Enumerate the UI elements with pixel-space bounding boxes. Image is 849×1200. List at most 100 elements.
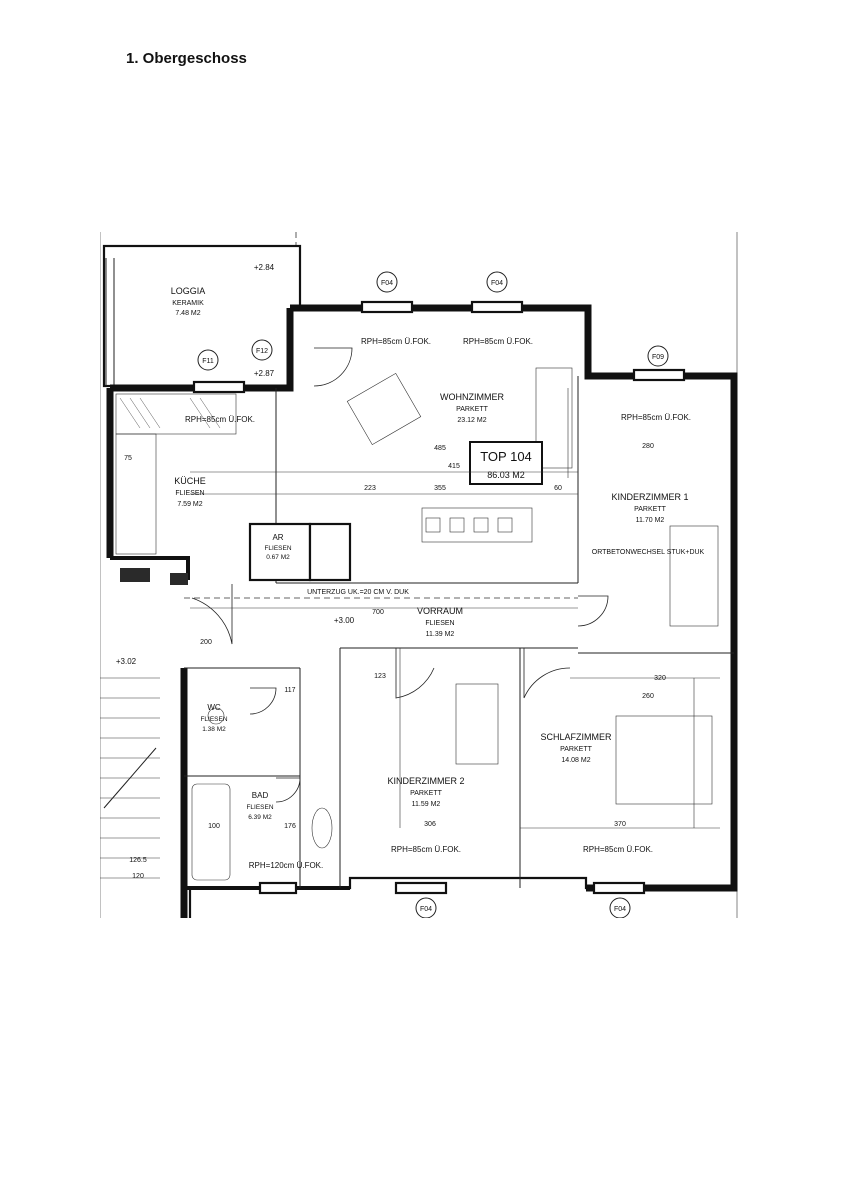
- kitchen-counter: [115, 393, 237, 435]
- window-kueche: [192, 380, 246, 394]
- svg-text:FLIESEN: FLIESEN: [264, 545, 291, 552]
- ortbeton-note: ORTBETONWECHSEL STUK+DUK: [592, 549, 705, 556]
- svg-text:PARKETT: PARKETT: [634, 506, 666, 513]
- sill-note-wohn-2: RPH=85cm Ü.FOK.: [463, 337, 533, 346]
- svg-text:0.67 M2: 0.67 M2: [266, 554, 290, 561]
- door-vorraum: [191, 584, 233, 645]
- kinder1-bed: [669, 525, 719, 627]
- dim-176: 176: [284, 823, 296, 830]
- svg-text:11.39 M2: 11.39 M2: [426, 631, 455, 638]
- unit-badge: TOP 104 86.03 M2: [469, 441, 543, 485]
- sill-note-schlaf: RPH=85cm Ü.FOK.: [583, 845, 653, 854]
- shaft-outline: [308, 522, 352, 582]
- window-tag-3: F11: [197, 349, 219, 371]
- elevation-vorraum: +3.00: [334, 616, 355, 625]
- door-loggia: [313, 347, 353, 387]
- room-label-schlafzimmer: SCHLAFZIMMER PARKETT 14.08 M2: [540, 732, 612, 764]
- svg-text:KINDERZIMMER 2: KINDERZIMMER 2: [387, 776, 464, 786]
- exterior-wall-north: [110, 308, 294, 392]
- dim-60: 60: [554, 485, 562, 492]
- sill-note-bad: RPH=120cm Ü.FOK.: [249, 861, 323, 870]
- door-schlaf: [523, 648, 571, 699]
- wc-toilet: [207, 707, 225, 725]
- window-tag-4: F12: [251, 339, 273, 361]
- page-heading: 1. Obergeschoss: [126, 50, 247, 67]
- svg-text:F09: F09: [652, 354, 664, 361]
- door-kinder2: [395, 648, 435, 699]
- kinder2-bed: [455, 683, 499, 765]
- dim-120: 120: [132, 873, 144, 880]
- staircase: [100, 677, 160, 879]
- elevation-stair: +3.02: [116, 657, 137, 666]
- window-tag-1: F04: [376, 271, 398, 293]
- dim-100: 100: [208, 823, 220, 830]
- window-kinder1: [632, 368, 686, 382]
- dim-280: 280: [642, 443, 654, 450]
- elevation-loggia-bottom: +2.87: [254, 369, 275, 378]
- sill-note-wohn-1: RPH=85cm Ü.FOK.: [361, 337, 431, 346]
- svg-text:PARKETT: PARKETT: [410, 790, 442, 797]
- dim-223: 223: [364, 485, 376, 492]
- svg-text:WC: WC: [207, 703, 221, 712]
- door-kinder1: [577, 595, 609, 627]
- dim-126: 126.5: [129, 857, 147, 864]
- window-wohn-1: [360, 300, 414, 314]
- svg-text:F04: F04: [491, 280, 503, 287]
- svg-text:LOGGIA: LOGGIA: [171, 286, 206, 296]
- door-bad: [275, 777, 301, 803]
- dim-355: 355: [434, 485, 446, 492]
- sill-note-kueche: RPH=85cm Ü.FOK.: [185, 415, 255, 424]
- svg-text:PARKETT: PARKETT: [560, 746, 592, 753]
- dim-306: 306: [424, 821, 436, 828]
- svg-text:KERAMIK: KERAMIK: [172, 300, 204, 307]
- kitchen-counter-side: [115, 433, 157, 555]
- svg-text:1.38 M2: 1.38 M2: [202, 726, 226, 733]
- room-label-kueche: KÜCHE FLIESEN 7.59 M2: [174, 476, 206, 508]
- svg-text:F04: F04: [614, 906, 626, 913]
- floor-plan: F04 F04 F11 F12 F09 F04 F04: [100, 232, 738, 918]
- window-tag-7: F04: [609, 897, 631, 918]
- chimney-block: [120, 568, 150, 582]
- sofa: [535, 367, 573, 469]
- window-bad: [258, 881, 298, 895]
- window-tag-6: F04: [415, 897, 437, 918]
- armchair: [346, 372, 422, 446]
- ar-room-outline: [248, 522, 312, 582]
- elevation-loggia-top: +2.84: [254, 263, 275, 272]
- room-label-bad: BAD FLIESEN 6.39 M2: [246, 791, 273, 821]
- bathtub: [191, 783, 231, 881]
- room-label-ar: AR FLIESEN 0.67 M2: [264, 533, 291, 561]
- window-wohn-2: [470, 300, 524, 314]
- svg-text:FLIESEN: FLIESEN: [246, 804, 273, 811]
- svg-text:TOP 104: TOP 104: [480, 449, 532, 464]
- column-block: [170, 573, 188, 585]
- unterzug-note: UNTERZUG UK.=20 CM V. DUK: [307, 589, 409, 596]
- dining-table: [421, 507, 533, 543]
- dim-700: 700: [372, 609, 384, 616]
- window-kinder2: [394, 881, 448, 895]
- dim-75: 75: [124, 455, 132, 462]
- washbasin: [311, 807, 333, 849]
- svg-text:F04: F04: [381, 280, 393, 287]
- dim-200: 200: [200, 639, 212, 646]
- door-wc: [249, 687, 277, 715]
- dim-117: 117: [284, 687, 295, 694]
- svg-text:F04: F04: [420, 906, 432, 913]
- dim-485: 485: [434, 445, 446, 452]
- svg-text:6.39 M2: 6.39 M2: [248, 814, 272, 821]
- double-bed: [615, 715, 713, 805]
- dim-415: 415: [448, 463, 460, 470]
- svg-text:86.03 M2: 86.03 M2: [487, 470, 525, 480]
- svg-text:F11: F11: [202, 358, 214, 365]
- svg-text:7.59 M2: 7.59 M2: [177, 501, 202, 508]
- svg-text:FLIESEN: FLIESEN: [425, 620, 454, 627]
- room-label-wc: WC FLIESEN 1.38 M2: [200, 703, 227, 733]
- svg-text:11.70 M2: 11.70 M2: [636, 517, 665, 524]
- window-tag-2: F04: [486, 271, 508, 293]
- svg-text:KINDERZIMMER 1: KINDERZIMMER 1: [611, 492, 688, 502]
- svg-text:KÜCHE: KÜCHE: [174, 476, 206, 486]
- kueche-wall-south: [110, 556, 190, 580]
- svg-text:FLIESEN: FLIESEN: [175, 490, 204, 497]
- window-tag-5: F09: [647, 345, 669, 367]
- room-label-kinderzimmer2: KINDERZIMMER 2 PARKETT 11.59 M2: [387, 776, 464, 808]
